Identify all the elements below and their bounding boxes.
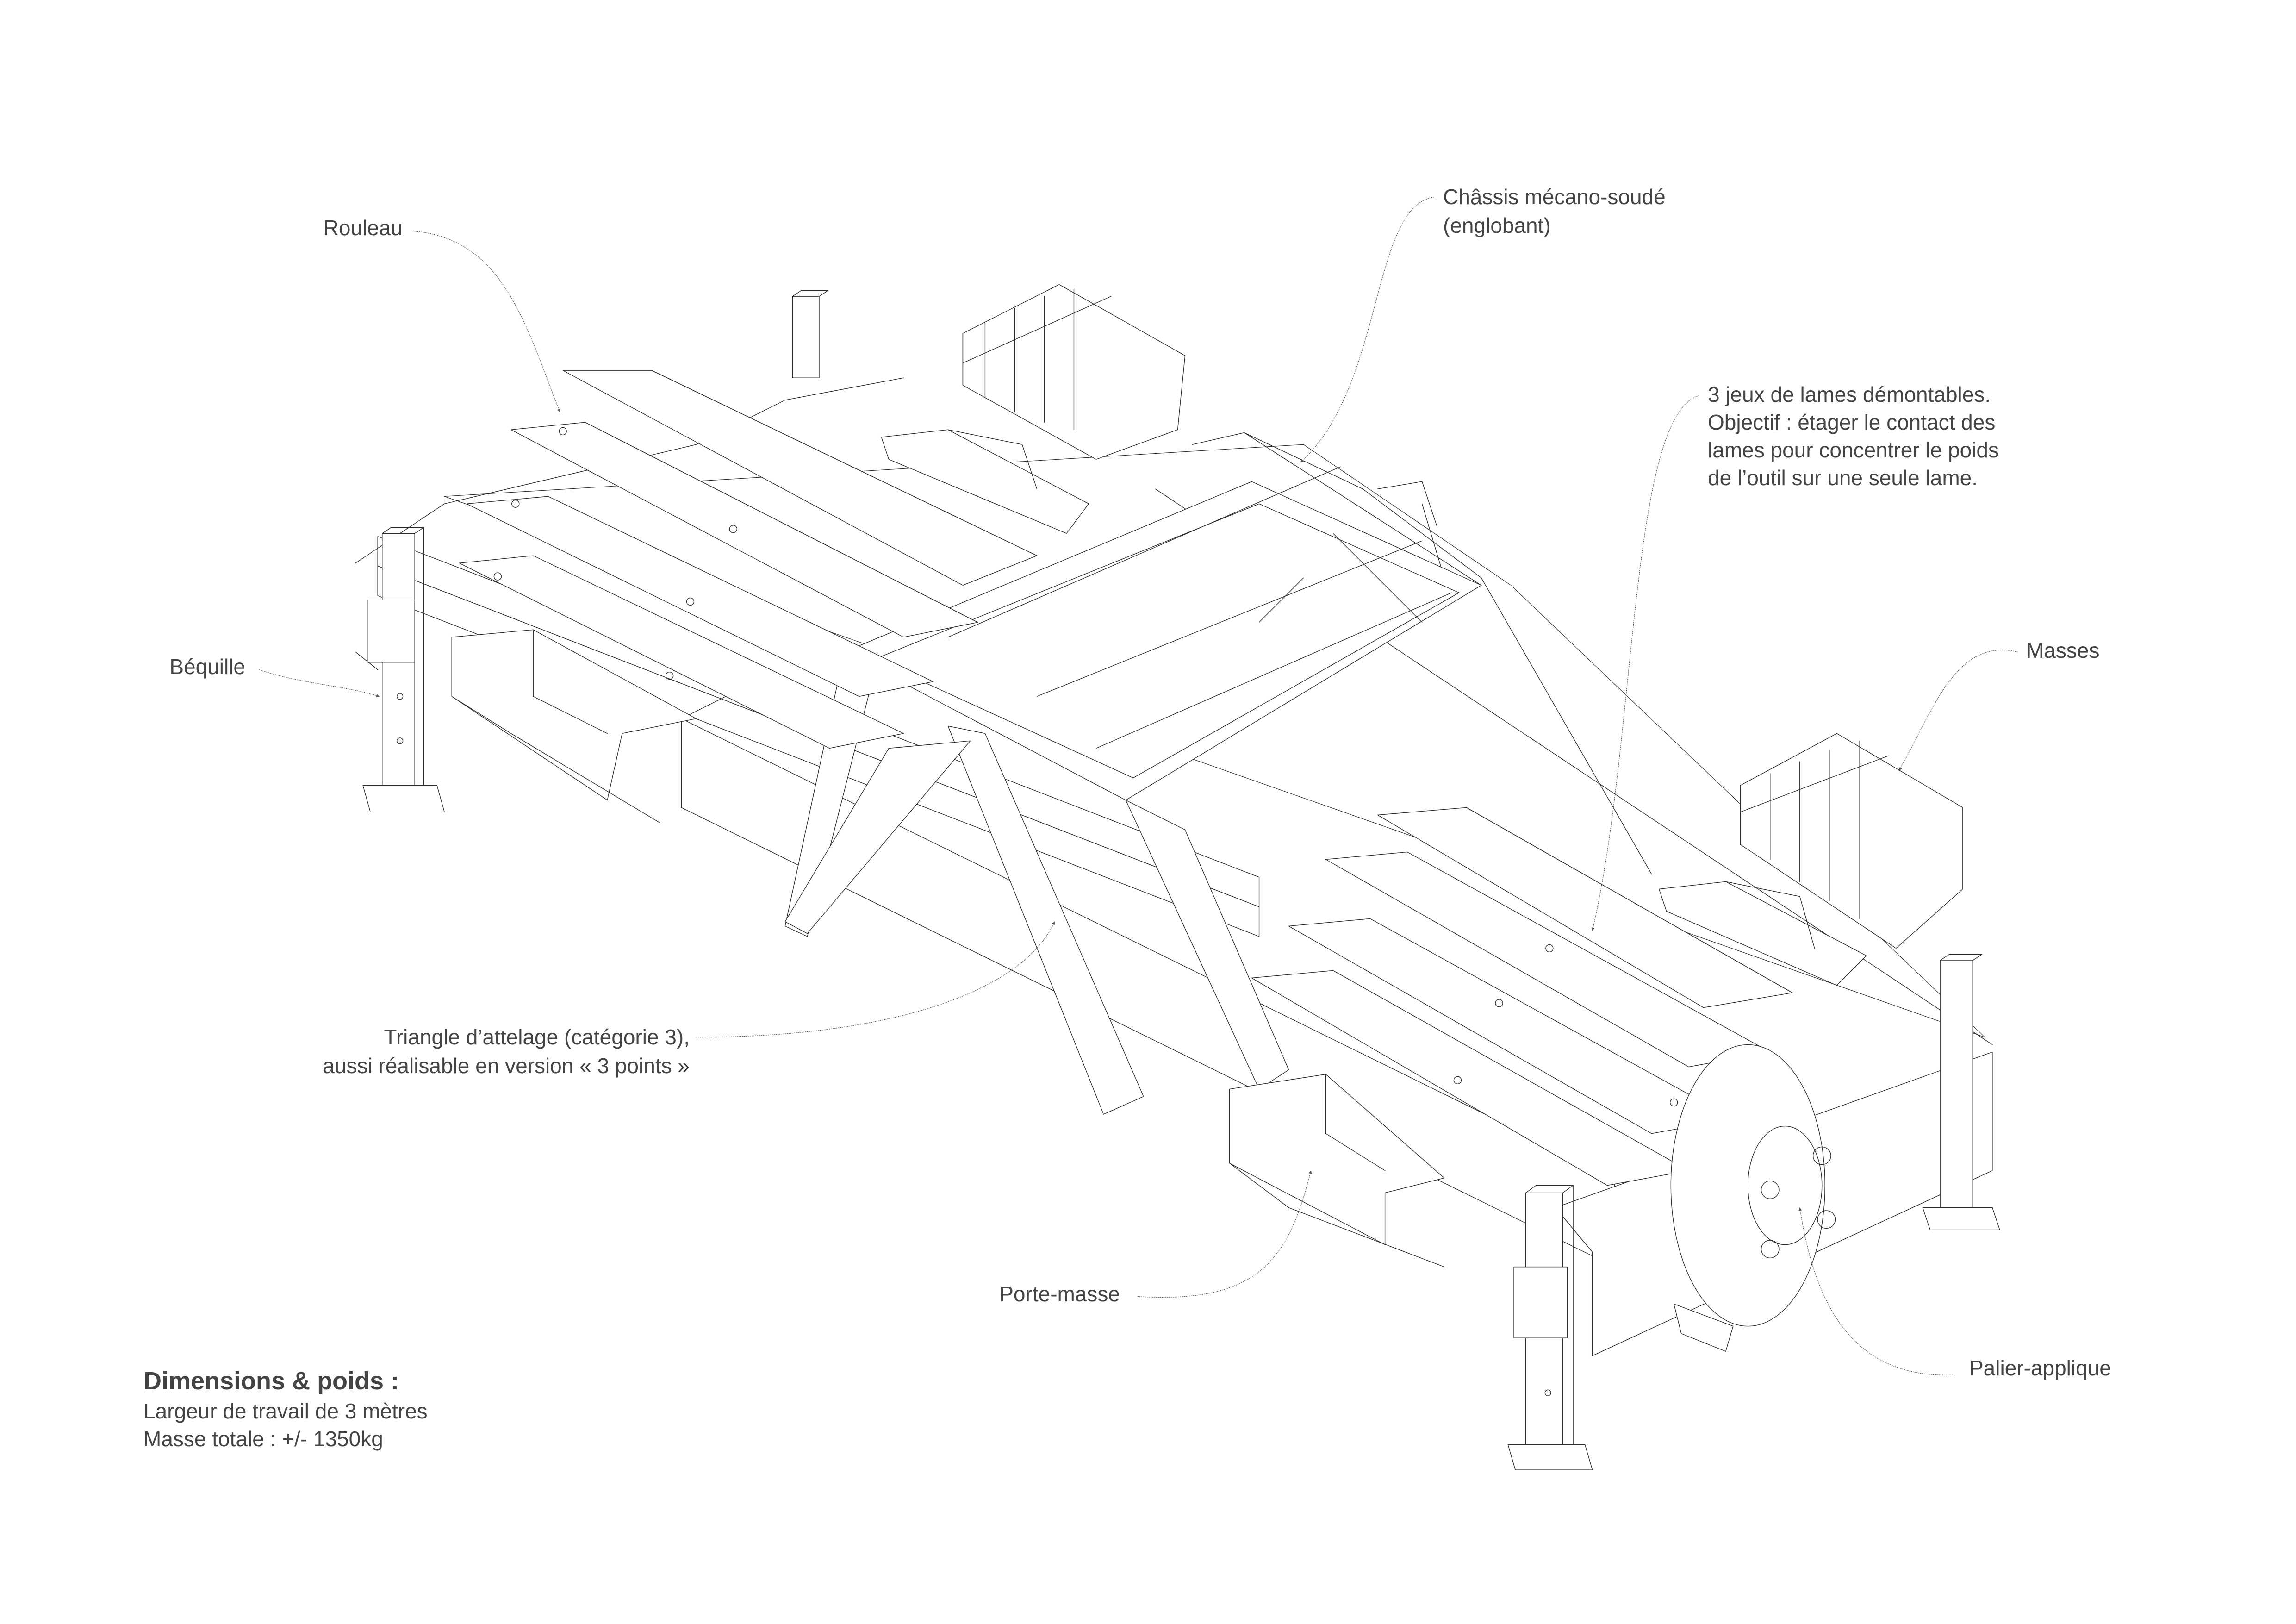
rear-roller (459, 370, 1037, 748)
front-roller (1252, 807, 1825, 1351)
label-triangle-line1: Triangle d’attelage (catégorie 3), (384, 1025, 690, 1049)
weight-block-rear (881, 285, 1185, 534)
label-lames-line1: 3 jeux de lames démontables. (1708, 382, 1991, 406)
leader-rouleau (412, 231, 561, 413)
label-bequille: Béquille (169, 655, 245, 679)
label-chassis-line2: (englobant) (1443, 213, 1551, 237)
leader-bequille (259, 670, 380, 699)
weight-holder-rear (452, 630, 696, 822)
stand-rear-right (792, 290, 828, 378)
bearing-plate (1761, 1147, 1836, 1258)
label-chassis-line1: Châssis mécano-soudé (1443, 185, 1666, 209)
label-lames-line2: Objectif : étager le contact des (1708, 410, 1996, 434)
dimensions-line-mass: Masse totale : +/- 1350kg (143, 1427, 383, 1451)
leader-chassis (1300, 197, 1434, 462)
stand-front-right (1923, 954, 1999, 1230)
weight-holder-front (1230, 1074, 1444, 1267)
label-palier: Palier-applique (1969, 1356, 2111, 1380)
leader-lames (1589, 396, 1699, 932)
dimensions-block: Dimensions & poids : Largeur de travail … (143, 1365, 428, 1453)
label-lames-line3: lames pour concentrer le poids (1708, 438, 1999, 462)
label-porte-masse: Porte-masse (999, 1282, 1120, 1306)
label-rouleau: Rouleau (323, 216, 403, 240)
stand-rear-left (363, 527, 444, 812)
stand-front-left (1508, 1186, 1592, 1470)
leader-masses (1899, 650, 2017, 772)
leader-palier (1796, 1206, 1953, 1375)
label-lames-line4: de l’outil sur une seule lame. (1708, 466, 1978, 490)
label-masses: Masses (2026, 638, 2100, 662)
label-triangle-line2: aussi réalisable en version « 3 points » (323, 1054, 690, 1078)
weight-block-front (1659, 733, 1963, 985)
leader-porte-masse (1138, 1169, 1314, 1298)
dimensions-line-width: Largeur de travail de 3 mètres (143, 1399, 428, 1423)
leader-triangle (696, 920, 1055, 1037)
dimensions-title: Dimensions & poids : (143, 1367, 399, 1395)
